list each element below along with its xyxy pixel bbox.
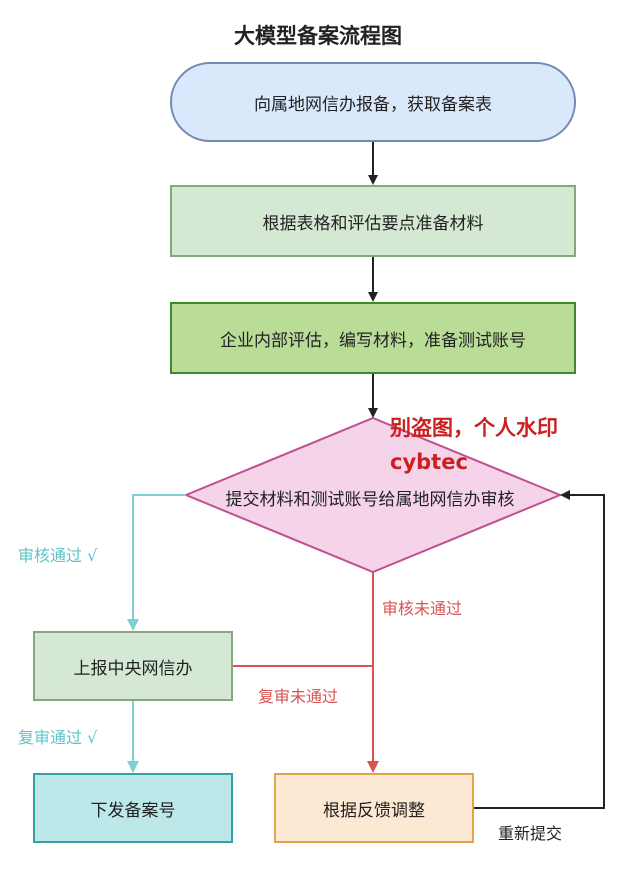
edge-label-reapproved: 复审通过 √ — [18, 728, 98, 747]
edge-label-approved: 审核通过 √ — [18, 546, 98, 565]
arrow-adjust-resubmit — [474, 490, 605, 809]
edge-label-re-rejected: 复审未通过 — [258, 687, 339, 706]
arrow-decision-to-report — [127, 494, 186, 631]
start-node: 向属地网信办报备，获取备案表 — [170, 62, 576, 142]
watermark-line2: cybtec — [390, 450, 468, 474]
adjust-feedback-node: 根据反馈调整 — [274, 773, 474, 843]
internal-evaluation-node: 企业内部评估，编写材料，准备测试账号 — [170, 302, 576, 374]
edge-label-rejected: 审核未通过 — [382, 599, 463, 618]
edge-label-resubmit: 重新提交 — [498, 824, 563, 843]
decision-label: 提交材料和测试账号给属地网信办审核 — [225, 490, 515, 510]
issue-record-number-node: 下发备案号 — [33, 773, 233, 843]
report-central-node: 上报中央网信办 — [33, 631, 233, 701]
prepare-materials-node: 根据表格和评估要点准备材料 — [170, 185, 576, 257]
watermark-line1: 别盗图，个人水印 — [390, 416, 558, 440]
diagram-title: 大模型备案流程图 — [234, 24, 402, 48]
